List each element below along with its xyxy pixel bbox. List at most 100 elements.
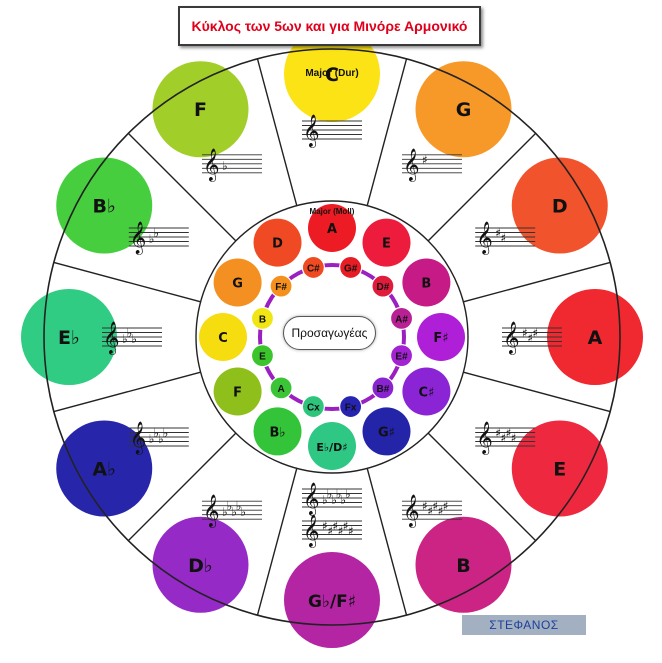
leading-tone-disc-5 [339, 394, 363, 419]
sector-divider [366, 58, 408, 206]
sector-divider [366, 468, 408, 616]
svg-text:♯: ♯ [495, 226, 501, 240]
svg-text:♭: ♭ [327, 487, 333, 501]
key-signature-staff-4: 𝄞♯♯♯♯ [475, 421, 536, 455]
svg-text:𝄞: 𝄞 [476, 421, 493, 455]
key-signature-staff-7: 𝄞♭♭♭♭♭ [202, 494, 262, 528]
svg-text:♭: ♭ [153, 426, 159, 440]
svg-text:♭: ♭ [127, 326, 133, 340]
svg-text:𝄞: 𝄞 [103, 321, 120, 355]
diagram-title-text: Κύκλος των 5ων και για Μινόρε Αρμονικό [191, 18, 468, 34]
svg-text:♯: ♯ [506, 426, 512, 440]
svg-text:𝄞: 𝄞 [403, 494, 420, 528]
svg-text:𝄞: 𝄞 [403, 148, 420, 182]
major-key-disc-4 [511, 420, 608, 517]
sector-divider [463, 371, 611, 413]
key-signature-staff-2: 𝄞♯♯ [475, 221, 536, 255]
svg-text:𝄞: 𝄞 [503, 321, 520, 355]
sector-divider [256, 468, 298, 616]
svg-text:♯: ♯ [422, 499, 428, 513]
minor-key-disc-11 [253, 218, 302, 267]
key-signature-staff-11: 𝄞♭ [202, 148, 262, 182]
key-signature-staff-10: 𝄞♭♭ [128, 221, 189, 255]
sector-divider [53, 371, 201, 413]
middle-ring [195, 200, 469, 474]
diagram-title: Κύκλος των 5ων και για Μινόρε Αρμονικό [178, 6, 481, 46]
minor-key-label: F [233, 386, 242, 401]
major-key-label: G [456, 99, 472, 121]
major-key-label: A [588, 327, 603, 349]
svg-text:♭: ♭ [227, 499, 233, 513]
svg-text:𝄞: 𝄞 [303, 114, 320, 148]
leading-tone-disc-6 [301, 394, 325, 419]
svg-text:♯: ♯ [348, 524, 354, 538]
svg-text:♯: ♯ [532, 326, 538, 340]
sector-divider [127, 132, 237, 242]
minor-key-label: F♯ [433, 331, 448, 346]
leading-tone-label: A# [395, 314, 408, 325]
major-key-label: G♭/F♯ [308, 592, 356, 612]
major-key-disc-10 [56, 157, 153, 254]
svg-text:♭: ♭ [240, 505, 246, 519]
svg-text:♯: ♯ [432, 499, 438, 513]
leading-tone-disc-3 [389, 344, 414, 368]
leading-tone-label: E [259, 352, 266, 363]
svg-text:♯: ♯ [332, 519, 338, 533]
svg-text:♭: ♭ [122, 332, 128, 346]
svg-text:♯: ♯ [443, 499, 449, 513]
leading-tone-label: C# [307, 263, 320, 274]
minor-key-label: E [382, 237, 391, 252]
svg-text:♭: ♭ [345, 487, 351, 501]
minor-key-label: G♯ [378, 425, 395, 440]
svg-text:♭: ♭ [340, 493, 346, 507]
major-key-label: D [552, 196, 568, 218]
minor-key-label: C [218, 331, 228, 346]
sector-divider [256, 58, 298, 206]
minor-key-disc-6 [308, 422, 356, 470]
key-signature-staff-106: 𝄞♯♯♯♯♯♯ [302, 514, 362, 548]
svg-text:♭: ♭ [149, 232, 155, 246]
svg-text:♯: ♯ [511, 431, 517, 445]
minor-key-disc-10 [213, 258, 262, 307]
minor-key-disc-5 [362, 407, 411, 456]
leading-tone-disc-1 [371, 274, 395, 298]
leading-tone-label: G# [344, 263, 358, 274]
svg-text:♯: ♯ [527, 331, 533, 345]
sector-divider [427, 432, 537, 542]
svg-text:𝄞: 𝄞 [303, 514, 320, 548]
major-key-label: C [325, 64, 339, 86]
minor-key-label: B [421, 277, 431, 292]
major-key-label: A♭ [92, 459, 116, 481]
minor-key-label: D [272, 237, 283, 252]
svg-text:♯: ♯ [427, 504, 433, 518]
minor-key-label: C♯ [418, 386, 434, 401]
svg-text:♯: ♯ [343, 519, 349, 533]
outer-ring [43, 48, 621, 626]
key-signature-staff-1: 𝄞♯ [402, 148, 462, 182]
leading-tone-label: D# [377, 282, 390, 293]
svg-text:♭: ♭ [231, 505, 237, 519]
leading-tone-disc-4 [371, 376, 395, 400]
major-key-label: B [456, 555, 470, 577]
minor-key-label: B♭ [269, 425, 285, 440]
sector-divider [53, 261, 201, 303]
minor-key-disc-1 [362, 218, 411, 267]
minor-key-label: G [232, 277, 243, 292]
minor-key-label: E♭/D♯ [316, 441, 347, 454]
leading-tone-disc-10 [269, 274, 293, 298]
minor-key-disc-2 [402, 258, 451, 307]
major-key-disc-7 [152, 516, 249, 613]
svg-text:♭: ♭ [336, 487, 342, 501]
leading-tone-disc-7 [269, 376, 293, 400]
svg-text:♭: ♭ [236, 499, 242, 513]
svg-text:♯: ♯ [522, 326, 528, 340]
sector-divider [427, 132, 537, 242]
svg-text:♭: ♭ [149, 432, 155, 446]
svg-text:♯: ♯ [322, 519, 328, 533]
svg-text:♯: ♯ [438, 504, 444, 518]
leading-tone-disc-9 [250, 306, 275, 330]
leading-tone-disc-11 [301, 255, 325, 280]
leading-tone-label: A [277, 384, 284, 395]
major-key-disc-11 [152, 61, 249, 158]
